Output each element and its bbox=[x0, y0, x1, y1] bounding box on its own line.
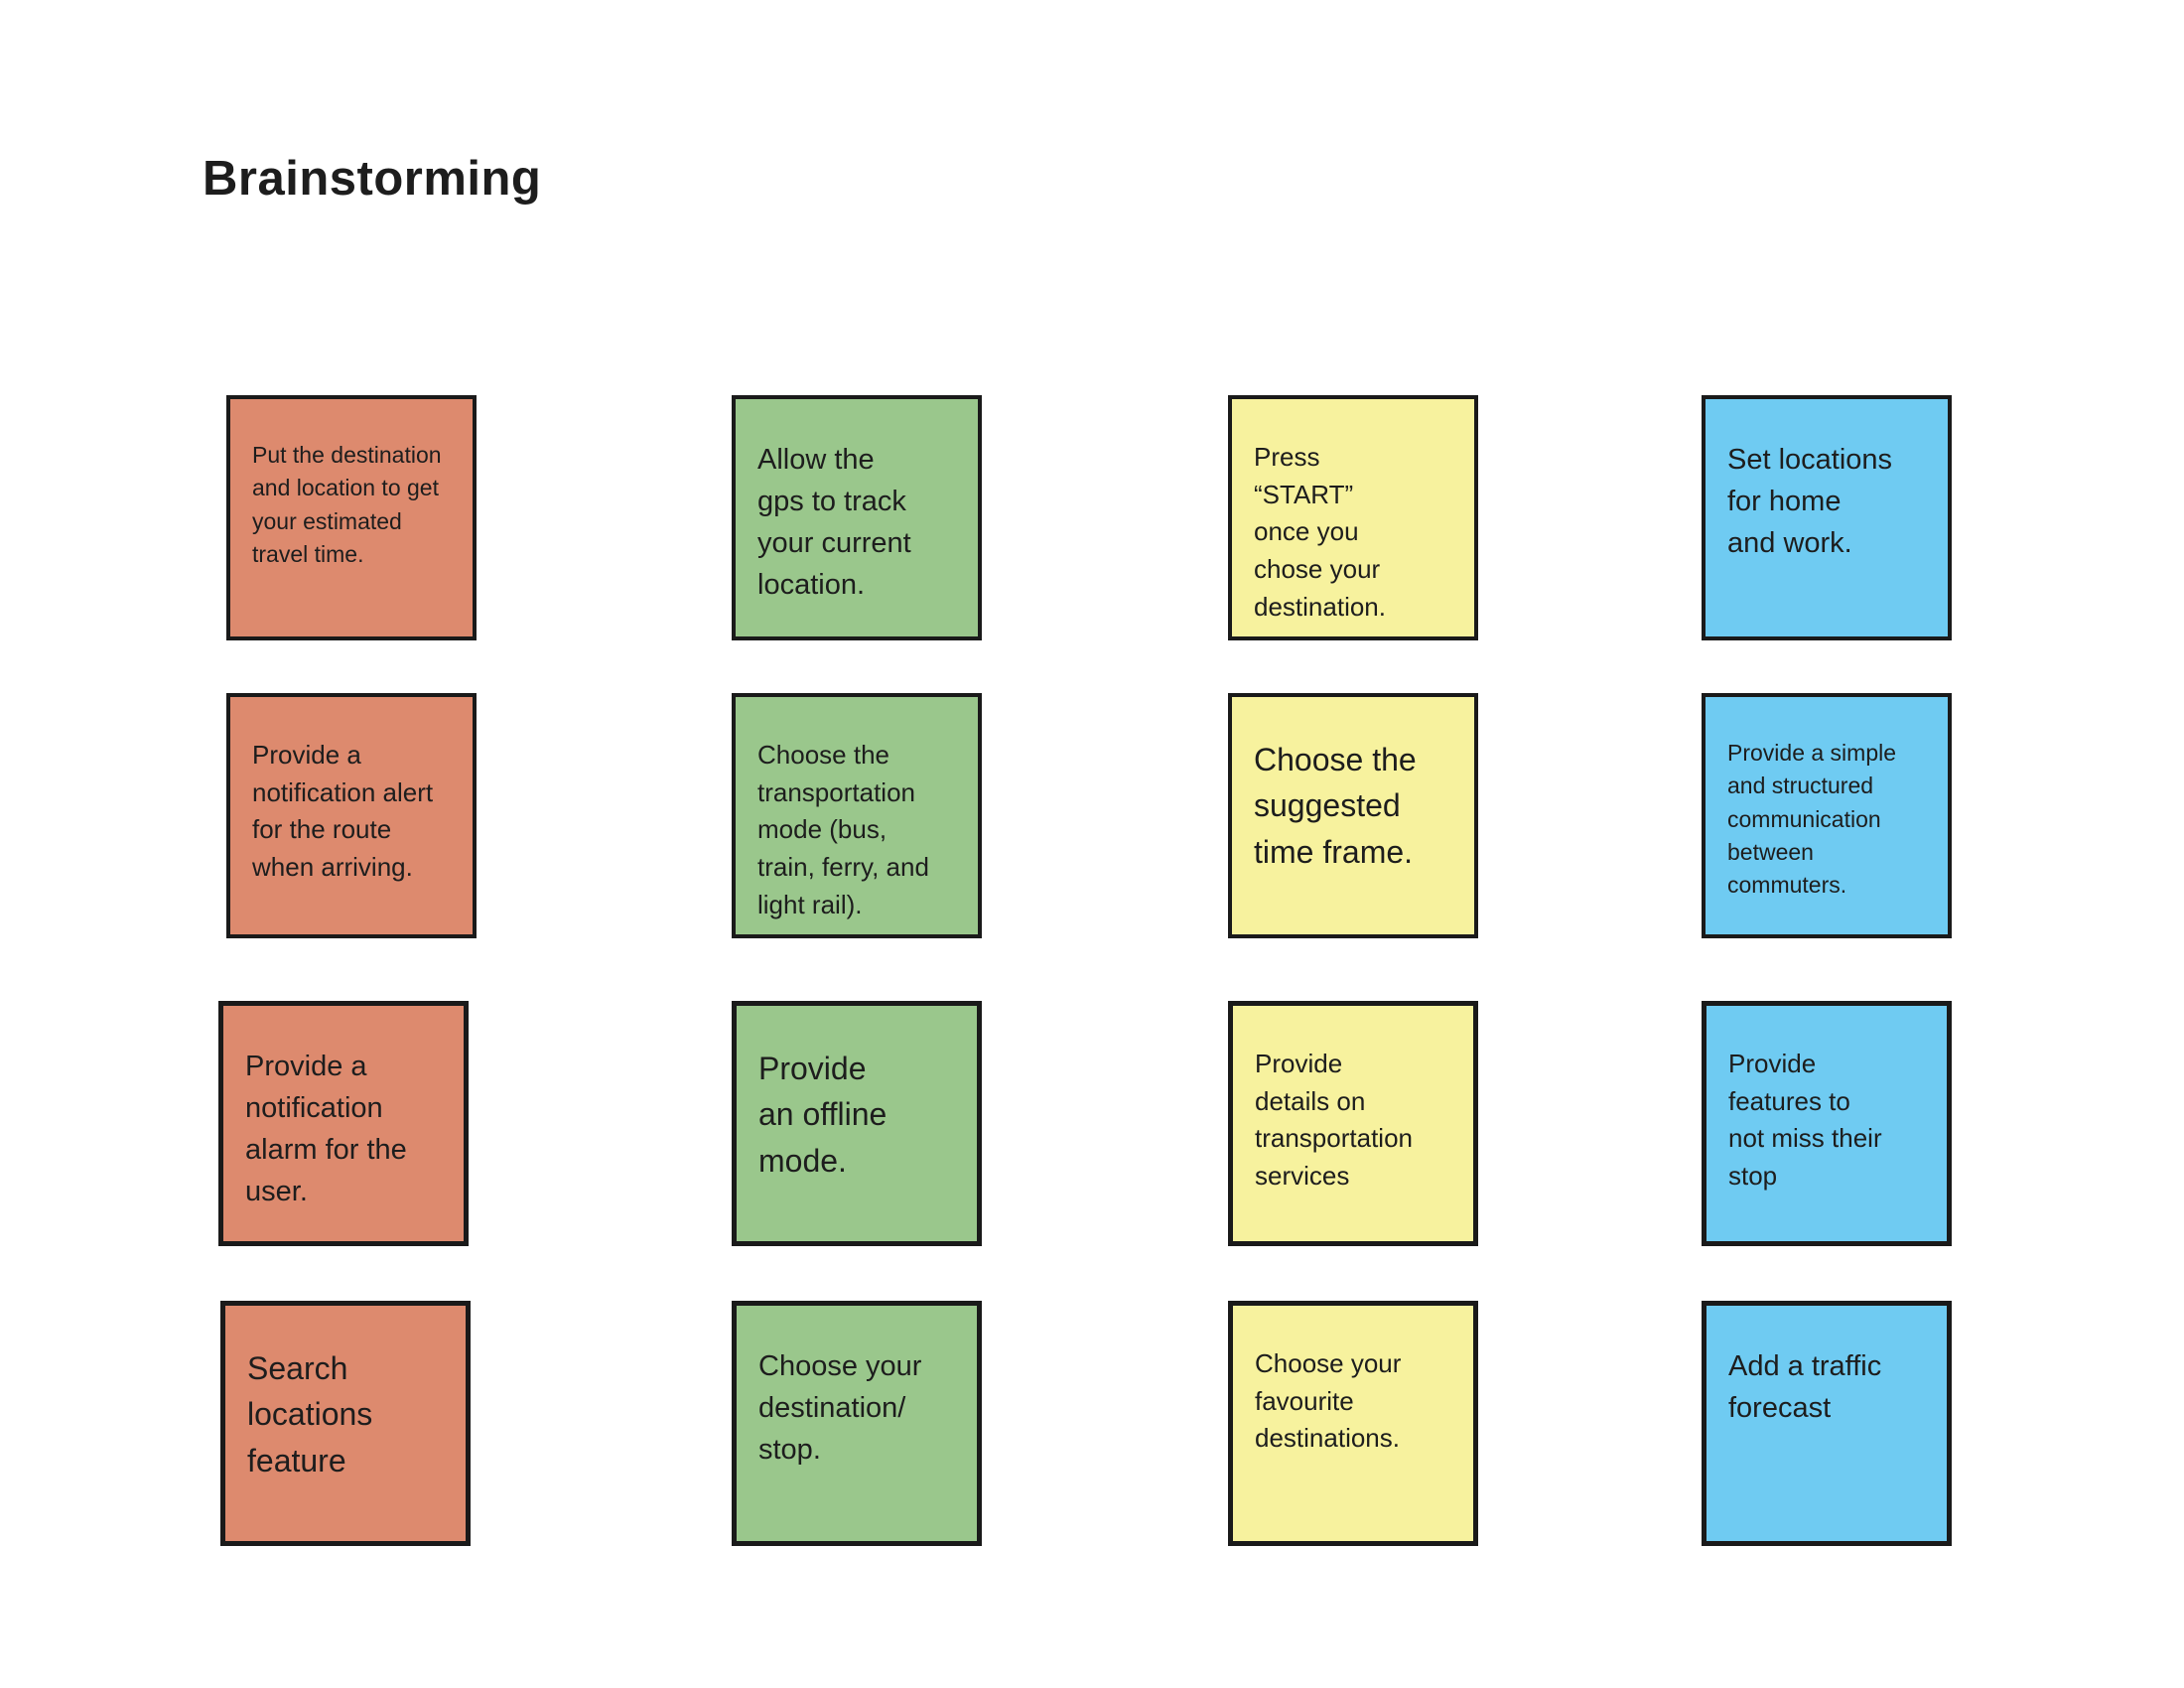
sticky-note-text: Provide details on transportation servic… bbox=[1255, 1049, 1413, 1192]
sticky-note-text: Choose your favourite destinations. bbox=[1255, 1348, 1402, 1454]
sticky-note-text: Provide a notification alarm for the use… bbox=[245, 1051, 407, 1208]
sticky-note-blue-r3c4[interactable]: Provide features to not miss their stop bbox=[1702, 1001, 1952, 1246]
sticky-note-blue-r1c4[interactable]: Set locations for home and work. bbox=[1702, 395, 1952, 640]
sticky-note-salmon-r2c1[interactable]: Provide a notification alert for the rou… bbox=[226, 693, 477, 938]
sticky-note-salmon-r1c1[interactable]: Put the destination and location to get … bbox=[226, 395, 477, 640]
sticky-note-green-r3c2[interactable]: Provide an offline mode. bbox=[732, 1001, 982, 1246]
sticky-note-text: Allow the gps to track your current loca… bbox=[757, 444, 911, 602]
sticky-note-text: Choose the suggested time frame. bbox=[1254, 742, 1417, 870]
sticky-note-text: Choose your destination/ stop. bbox=[758, 1350, 922, 1467]
sticky-note-salmon-r4c1[interactable]: Search locations feature bbox=[220, 1301, 471, 1546]
sticky-note-salmon-r3c1[interactable]: Provide a notification alarm for the use… bbox=[218, 1001, 469, 1246]
sticky-note-yellow-r4c3[interactable]: Choose your favourite destinations. bbox=[1228, 1301, 1478, 1546]
sticky-note-yellow-r2c3[interactable]: Choose the suggested time frame. bbox=[1228, 693, 1478, 938]
sticky-note-text: Provide a notification alert for the rou… bbox=[252, 740, 434, 883]
sticky-note-text: Provide a simple and structured communic… bbox=[1727, 740, 1897, 899]
sticky-note-text: Provide features to not miss their stop bbox=[1728, 1049, 1882, 1192]
sticky-note-text: Press “START” once you chose your destin… bbox=[1254, 442, 1386, 622]
sticky-note-yellow-r3c3[interactable]: Provide details on transportation servic… bbox=[1228, 1001, 1478, 1246]
sticky-note-text: Put the destination and location to get … bbox=[252, 442, 442, 568]
sticky-note-green-r2c2[interactable]: Choose the transportation mode (bus, tra… bbox=[732, 693, 982, 938]
sticky-note-text: Add a traffic forecast bbox=[1728, 1350, 1882, 1425]
sticky-note-text: Search locations feature bbox=[247, 1350, 373, 1478]
page-title: Brainstorming bbox=[203, 152, 542, 206]
sticky-note-green-r4c2[interactable]: Choose your destination/ stop. bbox=[732, 1301, 982, 1546]
sticky-note-blue-r2c4[interactable]: Provide a simple and structured communic… bbox=[1702, 693, 1952, 938]
sticky-note-text: Set locations for home and work. bbox=[1727, 444, 1893, 560]
sticky-note-green-r1c2[interactable]: Allow the gps to track your current loca… bbox=[732, 395, 982, 640]
sticky-note-blue-r4c4[interactable]: Add a traffic forecast bbox=[1702, 1301, 1952, 1546]
sticky-note-text: Choose the transportation mode (bus, tra… bbox=[757, 740, 929, 919]
sticky-note-text: Provide an offline mode. bbox=[758, 1051, 887, 1179]
sticky-note-yellow-r1c3[interactable]: Press “START” once you chose your destin… bbox=[1228, 395, 1478, 640]
